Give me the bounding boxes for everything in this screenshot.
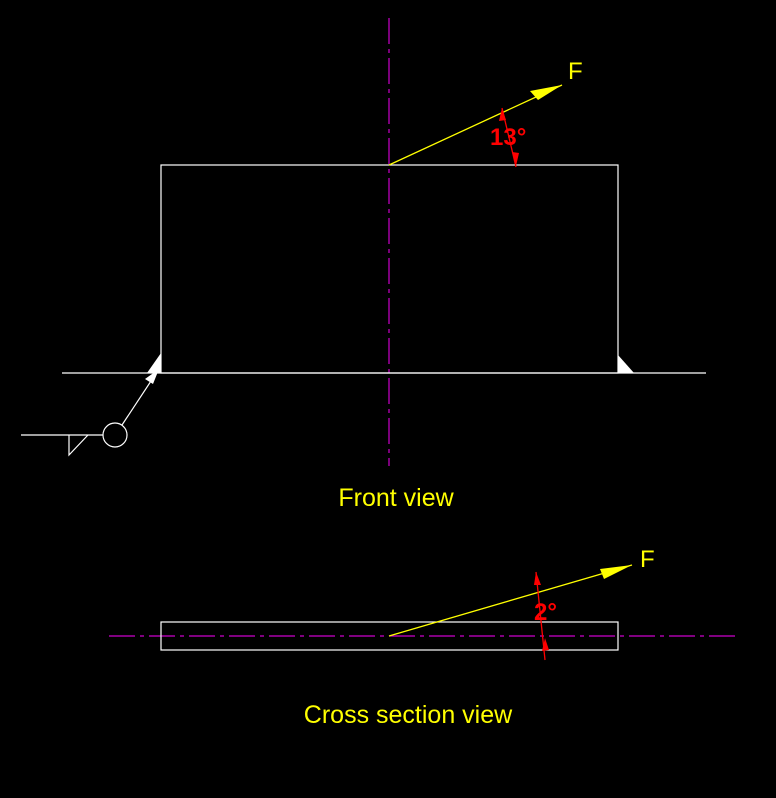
cross-section-force-label: F	[640, 546, 655, 573]
front-force-arrowhead	[530, 85, 562, 100]
right-fillet-weld	[618, 355, 634, 373]
weld-symbol-fillet-triangle	[68, 434, 89, 457]
cross-section-force-arrowhead	[600, 565, 632, 579]
weld-symbol-leader-arrowhead	[145, 369, 159, 384]
weld-all-around-circle	[102, 422, 128, 448]
left-fillet-weld	[147, 353, 161, 373]
front-angle-arrow-upper	[499, 108, 506, 121]
cross-section-force-arrow	[388, 564, 633, 637]
cross-section-angle-arrow-lower	[542, 638, 549, 651]
cross-section-plate	[160, 621, 619, 651]
weld-symbol-leader-line	[121, 380, 152, 426]
front-view-label: Front view	[338, 484, 454, 512]
front-angle-arrow-lower	[512, 152, 519, 166]
front-force-label: F	[568, 58, 583, 85]
cross-section-angle-arrow-upper	[534, 572, 541, 585]
cross-section-angle-label: 2°	[534, 599, 557, 626]
weld-symbol	[21, 369, 159, 457]
cross-section-view-label: Cross section view	[304, 701, 513, 729]
cross-section-view: F 2° Cross section view	[109, 546, 738, 729]
front-force-arrow	[388, 84, 563, 166]
front-view: F 13° Front view	[21, 18, 706, 512]
front-angle-label: 13°	[490, 124, 526, 151]
